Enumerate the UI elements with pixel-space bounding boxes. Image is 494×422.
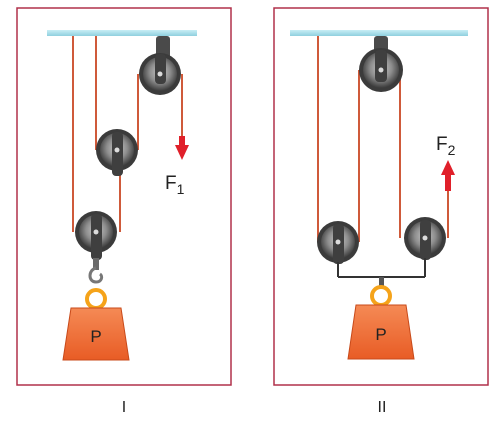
weight-label: P [90,327,101,346]
force-arrow-down [175,136,189,160]
panel-frame [16,7,232,386]
weight-block [347,304,415,360]
pulley-middle [96,129,138,176]
pulley-top [359,36,403,92]
force-label: F1 [165,173,185,197]
force-arrow-up [441,160,455,191]
ceiling-beam [47,30,197,36]
panel-2: P F2 II [273,7,489,416]
panel-1: P F1 I [16,7,232,416]
panel-caption: II [378,399,387,416]
rope [317,36,449,242]
ceiling-beam [290,30,468,36]
panel-caption: I [122,399,126,416]
hook [88,258,104,284]
weight-label: P [375,325,386,344]
force-label: F2 [436,134,456,158]
weight-block [62,307,130,361]
pulley-top [139,36,181,95]
pulley-bottom [75,211,117,260]
hanger [379,277,384,286]
pulley-bottom-right [404,217,446,260]
pulley-bottom-left [317,221,359,264]
